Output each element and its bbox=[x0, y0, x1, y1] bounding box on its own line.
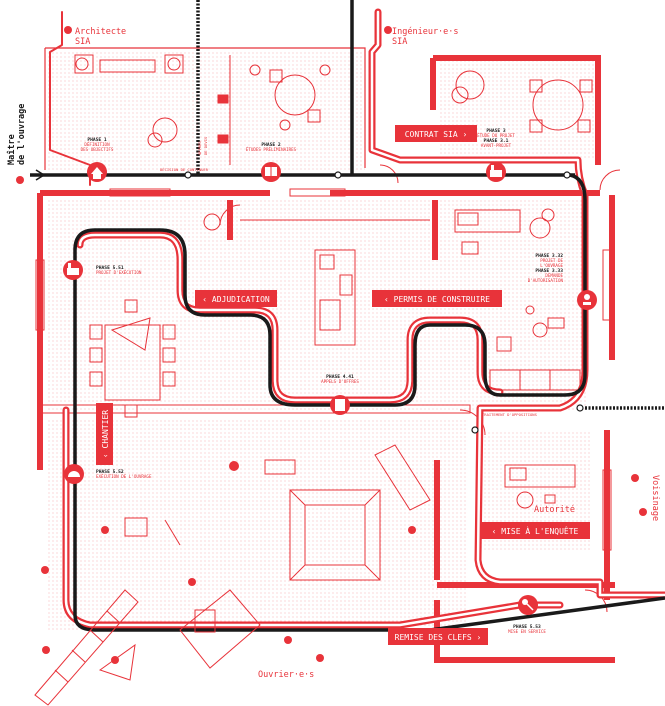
flow-path-black bbox=[30, 0, 665, 632]
svg-text:‹ ADJUDICATION: ‹ ADJUDICATION bbox=[202, 295, 270, 304]
svg-text:AVANT-PROJET: AVANT-PROJET bbox=[481, 143, 512, 148]
adjudication-button[interactable]: ‹ ADJUDICATION bbox=[195, 290, 277, 307]
remise-des-clefs-button[interactable]: REMISE DES CLEFS › bbox=[388, 628, 488, 645]
svg-text:PHASE 3: PHASE 3 bbox=[486, 128, 506, 134]
chantier-button[interactable]: ‹ CHANTIER bbox=[96, 403, 113, 465]
phase-1-label: PHASE 1 DÉFINITION DES OBJECTIFS bbox=[81, 137, 114, 152]
phase-2-label: PHASE 2 ÉTUDES PRÉLIMINAIRES bbox=[246, 142, 297, 152]
path-nodes bbox=[184, 171, 584, 434]
svg-text:‹ PERMIS DE CONSTRUIRE: ‹ PERMIS DE CONSTRUIRE bbox=[384, 295, 490, 304]
architect-label: Architecte SIA bbox=[75, 27, 131, 47]
permis-de-construire-button[interactable]: ‹ PERMIS DE CONSTRUIRE bbox=[372, 290, 502, 307]
svg-text:PROJET DE: PROJET DE bbox=[540, 258, 563, 263]
svg-text:PROJET D'EXÉCUTION: PROJET D'EXÉCUTION bbox=[96, 270, 142, 275]
factory-icon bbox=[486, 162, 506, 182]
workers-label: Ouvrier·e·s bbox=[258, 670, 314, 680]
svg-text:‹ CHANTIER: ‹ CHANTIER bbox=[101, 410, 110, 458]
phase-51-label: PHASE 5.51 PROJET D'EXÉCUTION bbox=[96, 265, 142, 275]
svg-text:PHASE 3.1: PHASE 3.1 bbox=[484, 138, 509, 144]
book-icon bbox=[261, 162, 281, 182]
svg-text:ÉTUDE DU PROJET: ÉTUDE DU PROJET bbox=[477, 133, 515, 138]
contrat-sia-button[interactable]: CONTRAT SIA › bbox=[395, 125, 477, 142]
mise-a-l-enquete-button[interactable]: ‹ MISE À L'ENQUÊTE bbox=[480, 522, 590, 539]
traitement-note: TRAITEMENT D'OPPOSITIONS bbox=[482, 412, 538, 417]
svg-text:PHASE 5.52: PHASE 5.52 bbox=[96, 469, 124, 475]
svg-text:DÉFINITION: DÉFINITION bbox=[84, 142, 110, 147]
phase-32-label: PHASE 3.32 PROJET DE L'OUVRAGE PHASE 3.3… bbox=[528, 253, 564, 283]
owner-label: Maître de l'ouvrage bbox=[7, 104, 27, 165]
svg-text:CONTRAT SIA ›: CONTRAT SIA › bbox=[405, 130, 468, 139]
svg-text:PHASE 5.53: PHASE 5.53 bbox=[513, 624, 541, 630]
engineers-label: Ingénieur·e·s SIA bbox=[392, 26, 464, 47]
phase-53-label: PHASE 5.53 MISE EN SERVICE bbox=[508, 624, 546, 634]
svg-text:PHASE 4.41: PHASE 4.41 bbox=[326, 374, 354, 380]
svg-text:PHASE 3.33: PHASE 3.33 bbox=[535, 268, 563, 274]
key-icon bbox=[518, 595, 538, 615]
svg-text:‹ MISE À L'ENQUÊTE: ‹ MISE À L'ENQUÊTE bbox=[492, 525, 579, 536]
offres-note: OFFRES bbox=[197, 141, 202, 155]
authority-label: Autorité bbox=[534, 504, 575, 515]
svg-text:REMISE DES CLEFS ›: REMISE DES CLEFS › bbox=[395, 633, 482, 642]
svg-text:PHASE 3.32: PHASE 3.32 bbox=[535, 253, 563, 259]
svg-text:PHASE 5.51: PHASE 5.51 bbox=[96, 265, 124, 271]
house-icon bbox=[87, 162, 107, 182]
svg-text:L'OUVRAGE: L'OUVRAGE bbox=[540, 263, 563, 268]
svg-text:PHASE 2: PHASE 2 bbox=[261, 142, 281, 148]
neighbours-label: Voisinage bbox=[650, 475, 660, 521]
factory-icon bbox=[63, 260, 83, 280]
stamp-icon bbox=[577, 290, 597, 310]
svg-text:ÉTUDES PRÉLIMINAIRES: ÉTUDES PRÉLIMINAIRES bbox=[246, 147, 297, 152]
people bbox=[16, 26, 647, 664]
svg-text:APPELS D'OFFRES: APPELS D'OFFRES bbox=[321, 379, 359, 384]
calculator-icon bbox=[330, 395, 350, 415]
svg-text:MISE EN SERVICE: MISE EN SERVICE bbox=[508, 629, 546, 634]
phase-52-label: PHASE 5.52 EXÉCUTION DE L'OUVRAGE bbox=[96, 469, 152, 479]
decision-note: DÉCISION DE CONTINUER bbox=[160, 167, 209, 172]
svg-text:PHASE 1: PHASE 1 bbox=[87, 137, 107, 143]
svg-text:EXÉCUTION DE L'OUVRAGE: EXÉCUTION DE L'OUVRAGE bbox=[96, 474, 152, 479]
devis-note: DE DEVIS bbox=[203, 136, 208, 155]
svg-text:DES OBJECTIFS: DES OBJECTIFS bbox=[81, 147, 114, 152]
svg-text:D'AUTORISATION: D'AUTORISATION bbox=[528, 278, 564, 283]
svg-text:DEMANDE: DEMANDE bbox=[545, 273, 563, 278]
phase-41-label: PHASE 4.41 APPELS D'OFFRES bbox=[321, 374, 359, 384]
phase-3-label: PHASE 3 ÉTUDE DU PROJET PHASE 3.1 AVANT-… bbox=[477, 128, 515, 148]
hardhat-icon bbox=[64, 464, 84, 484]
furniture bbox=[34, 54, 593, 706]
